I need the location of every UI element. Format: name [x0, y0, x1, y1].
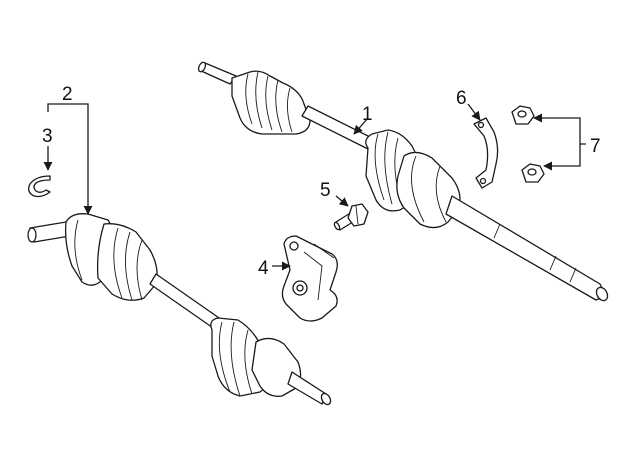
left-axle-shaft — [27, 213, 332, 406]
leader-1 — [353, 117, 369, 135]
leader-7b — [543, 144, 581, 171]
leader-5 — [335, 195, 349, 207]
retaining-strap — [473, 117, 499, 189]
callout-5: 5 — [320, 180, 331, 201]
bearing-bracket — [281, 235, 338, 322]
leader-6 — [467, 103, 481, 121]
callout-3: 3 — [42, 126, 53, 147]
callout-1: 1 — [362, 104, 373, 125]
circlip-ring — [28, 175, 51, 198]
nut-upper — [511, 105, 535, 125]
nut-lower — [521, 163, 545, 183]
callout-2: 2 — [62, 84, 73, 105]
right-axle-shaft — [197, 61, 609, 302]
leader-2 — [47, 103, 93, 215]
bolt — [333, 203, 369, 231]
leader-7 — [533, 113, 586, 145]
callout-4: 4 — [258, 258, 269, 279]
callout-7: 7 — [590, 136, 601, 157]
callout-6: 6 — [456, 88, 467, 109]
